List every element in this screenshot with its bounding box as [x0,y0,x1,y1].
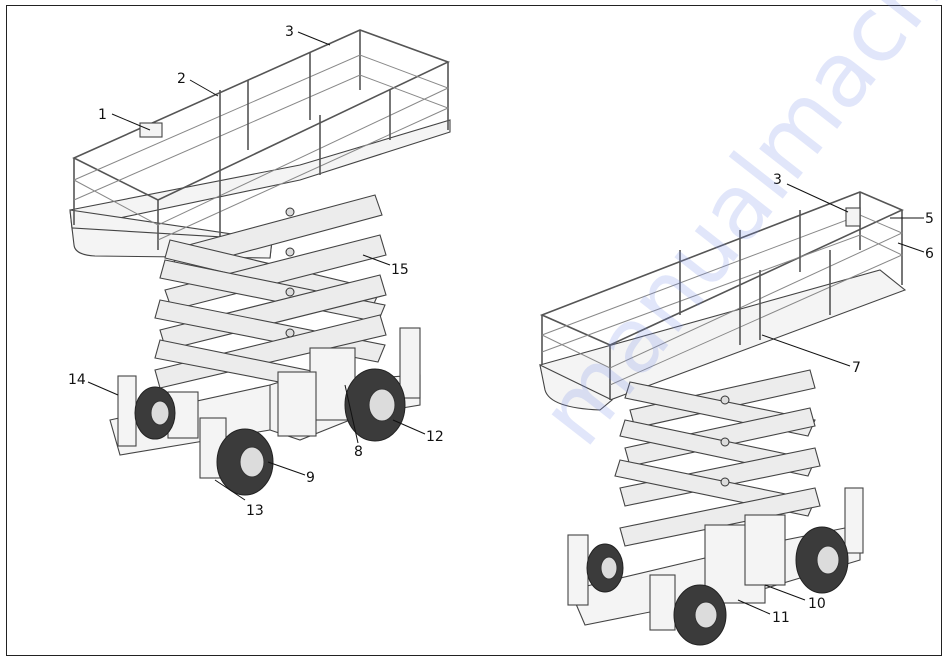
callout-9: 9 [267,461,315,486]
callout-5: 5 [890,211,934,227]
callout-label: 7 [852,360,861,376]
callout-3-right: 3 [773,172,849,213]
callout-10: 10 [764,584,826,612]
figure-frame [6,5,942,656]
callout-13: 13 [214,479,264,519]
callout-1: 1 [98,107,151,131]
callout-7: 7 [761,334,861,376]
left-scissor-lift [69,29,451,496]
callout-label: 5 [925,211,934,227]
callout-label: 10 [808,596,826,612]
callout-label: 8 [354,444,363,460]
callout-11: 11 [737,599,790,626]
callout-14: 14 [68,372,119,396]
callout-label: 12 [426,429,444,445]
callout-label: 2 [177,71,186,87]
callout-3: 3 [285,24,331,46]
callout-12: 12 [392,419,444,445]
callout-label: 11 [772,610,790,626]
callout-label: 9 [306,470,315,486]
callout-15: 15 [362,254,409,278]
callout-label: 1 [98,107,107,123]
callout-label: 6 [925,246,934,262]
callout-label: 3 [285,24,294,40]
callout-label: 13 [246,503,264,519]
callout-label: 3 [773,172,782,188]
callout-label: 14 [68,372,86,388]
callout-label: 15 [391,262,409,278]
callout-6: 6 [897,242,934,262]
right-scissor-lift [539,191,907,646]
callout-8: 8 [344,384,363,460]
callout-2: 2 [177,71,219,97]
